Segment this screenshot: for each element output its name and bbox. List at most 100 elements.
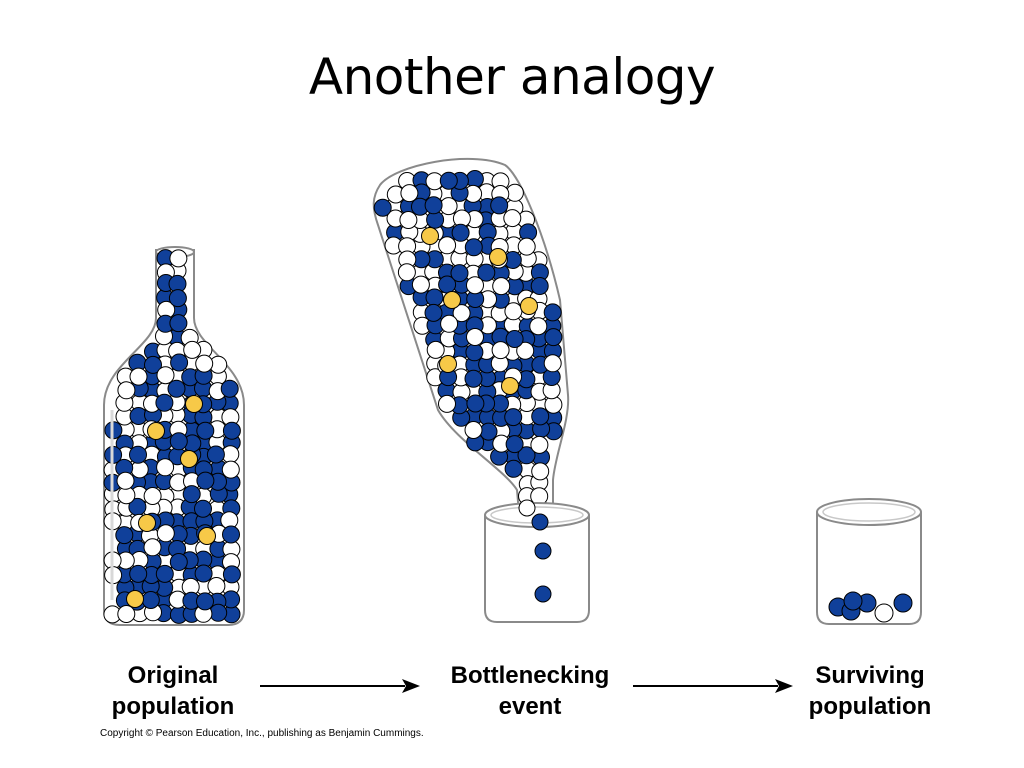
stage-label-bottleneck-line2: event (498, 693, 562, 720)
surviving-bead (843, 591, 863, 611)
copyright-notice: Copyright © Pearson Education, Inc., pub… (100, 728, 424, 739)
bead (169, 249, 188, 268)
surviving-bead (893, 593, 913, 613)
bead (222, 565, 241, 584)
bead-yellow (180, 450, 198, 468)
bead (155, 564, 174, 583)
surviving-bead (874, 603, 894, 623)
bead (438, 394, 456, 413)
bead (529, 317, 548, 336)
bead-yellow (138, 514, 156, 532)
bead (439, 171, 458, 190)
bead (517, 446, 536, 465)
bead (504, 408, 523, 427)
bead (516, 341, 535, 360)
bottleneck-beads (373, 170, 563, 519)
bead (194, 564, 213, 583)
bead (156, 366, 175, 385)
bead (195, 354, 214, 373)
bead (169, 432, 188, 451)
bead (170, 353, 189, 372)
bead (196, 592, 214, 611)
bead (504, 302, 523, 321)
bead (196, 421, 215, 440)
bead (169, 314, 188, 333)
arrow-bottleneck-to-surviving (633, 679, 793, 693)
bead (129, 564, 148, 583)
bead (167, 379, 186, 398)
bead (451, 223, 470, 242)
original-population-beads (103, 249, 241, 624)
bead (452, 304, 471, 323)
bead-yellow (198, 527, 216, 545)
bead (466, 328, 484, 346)
bead (156, 458, 175, 477)
stage-label-surviving: Surviving population (790, 660, 950, 722)
bead (490, 196, 509, 215)
bead (425, 288, 444, 307)
bead (466, 394, 485, 413)
bead (397, 263, 416, 282)
bead (373, 198, 392, 217)
bead (464, 369, 483, 388)
bead (465, 343, 484, 362)
bead (144, 355, 162, 374)
bead (543, 354, 562, 373)
bead (438, 236, 457, 255)
bead (504, 459, 523, 478)
bead (465, 170, 484, 188)
bead (543, 303, 562, 322)
bead (400, 184, 419, 203)
bead-yellow (185, 395, 203, 413)
bead (531, 407, 550, 426)
bead (220, 379, 239, 398)
bead (530, 277, 549, 295)
original-population-bottle (103, 246, 245, 626)
bead (517, 237, 536, 256)
bead (221, 460, 240, 479)
bead (156, 524, 175, 543)
receiving-jar (484, 499, 590, 623)
bead-yellow (126, 590, 144, 608)
bead (117, 605, 136, 623)
bead (464, 238, 483, 257)
bead (477, 263, 496, 282)
bead (116, 471, 135, 490)
bead-yellow (439, 355, 457, 373)
bead (492, 277, 511, 296)
bead (206, 445, 225, 464)
bead (464, 421, 483, 439)
stage-label-original-line2: population (111, 693, 235, 720)
bottlenecking-bottle (372, 157, 570, 527)
bead-yellow (443, 291, 461, 309)
stage-label-original: Original population (88, 660, 258, 722)
bead (530, 435, 549, 454)
bead (155, 393, 174, 412)
bead-yellow (421, 227, 439, 245)
bead (424, 196, 443, 215)
arrow-original-to-bottleneck (260, 679, 420, 693)
bead (194, 499, 212, 518)
stage-label-bottleneck-line1: Bottlenecking (450, 662, 610, 689)
bead (466, 276, 484, 295)
stage-label-original-line1: Original (127, 662, 219, 689)
bead (505, 330, 524, 348)
bead-yellow (501, 377, 519, 395)
bead (168, 289, 187, 308)
bead (505, 435, 524, 454)
bead (182, 485, 201, 504)
bead (531, 462, 550, 481)
bead (183, 340, 202, 359)
surviving-jar (816, 498, 922, 625)
bead-yellow (520, 297, 538, 315)
stage-label-surviving-line1: Surviving (815, 662, 925, 689)
stage-label-bottleneck: Bottlenecking event (430, 660, 630, 722)
bead (117, 381, 136, 400)
stage-label-surviving-line2: population (808, 693, 932, 720)
bead (207, 577, 226, 595)
bead (426, 340, 445, 359)
bead (115, 526, 134, 545)
bead (169, 553, 188, 571)
bead (129, 367, 148, 386)
